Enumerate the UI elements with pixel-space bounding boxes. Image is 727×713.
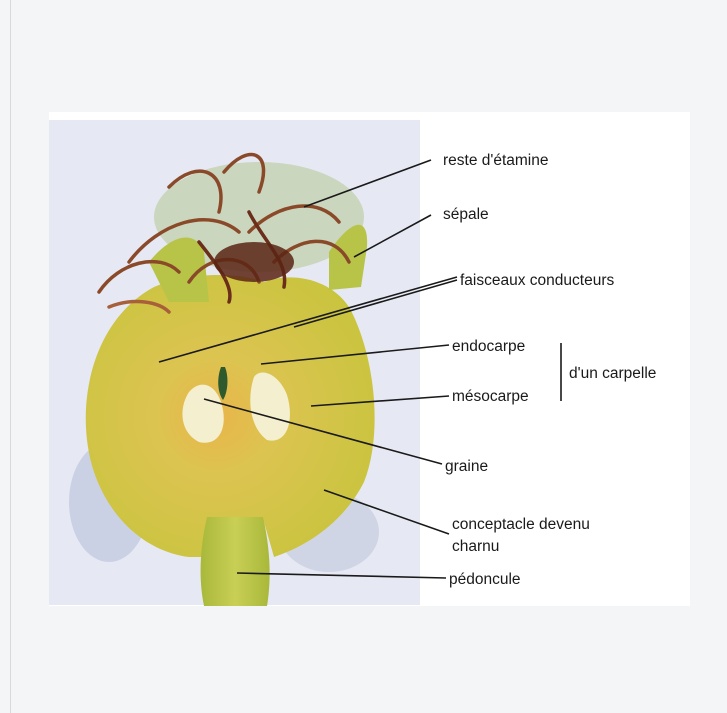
peduncle-stem bbox=[201, 517, 270, 606]
label-vascular-bundles: faisceaux conducteurs bbox=[460, 272, 614, 290]
label-peduncle: pédoncule bbox=[449, 571, 521, 589]
label-seed: graine bbox=[445, 458, 488, 476]
fleshy-receptacle bbox=[86, 275, 375, 557]
label-receptacle-line2: charnu bbox=[452, 538, 499, 556]
fruit-cross-section-illustration bbox=[49, 112, 690, 606]
label-carpel-group: d'un carpelle bbox=[569, 365, 656, 383]
label-sepal: sépale bbox=[443, 206, 489, 224]
diagram-figure: reste d'étamine sépale faisceaux conduct… bbox=[49, 112, 690, 606]
label-endocarp: endocarpe bbox=[452, 338, 525, 356]
page-left-rule bbox=[10, 0, 11, 713]
label-mesocarp: mésocarpe bbox=[452, 388, 529, 406]
label-stamen-remains: reste d'étamine bbox=[443, 152, 549, 170]
label-receptacle-line1: conceptacle devenu bbox=[452, 516, 590, 534]
stamen-core bbox=[214, 242, 294, 282]
